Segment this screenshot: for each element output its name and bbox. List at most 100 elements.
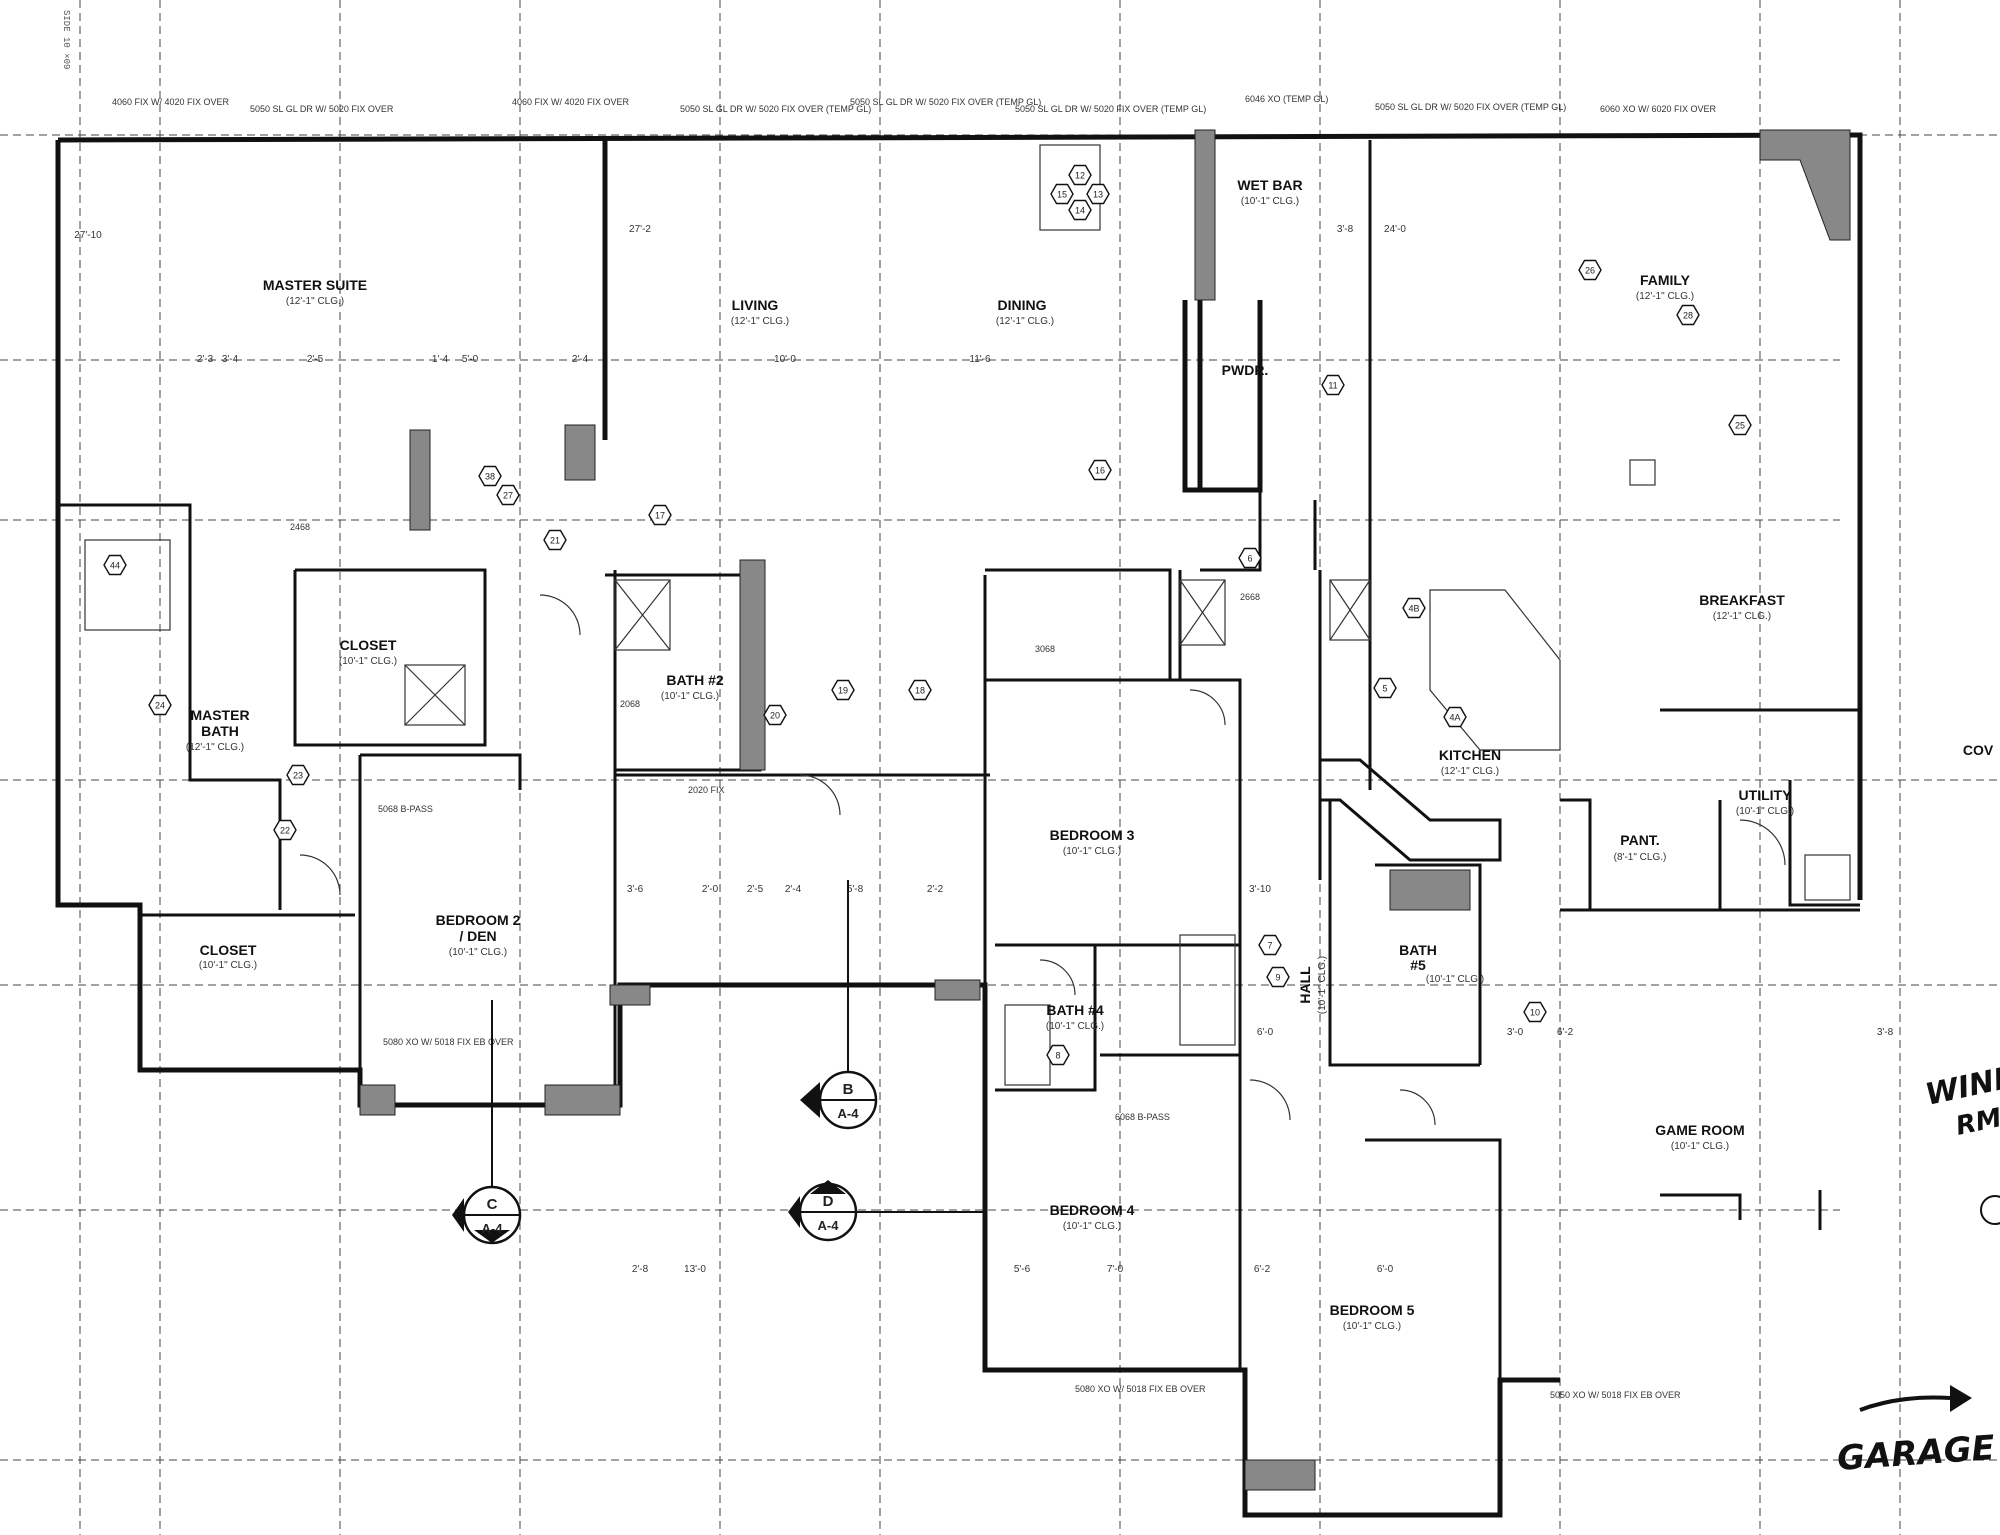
callout-number: 5 [1382, 684, 1387, 694]
callout-number: 28 [1683, 311, 1693, 321]
arrow-head-icon [1950, 1385, 1972, 1412]
room-label-kitchen: KITCHEN [1439, 747, 1501, 763]
room-label-bath-5: BATH [1399, 942, 1437, 958]
ceiling-note: (10'-1" CLG.) [449, 947, 507, 958]
callout-number: 4A [1449, 713, 1460, 723]
room-label-bedroom-5: BEDROOM 5 [1330, 1302, 1415, 1318]
door-tag: 2468 [290, 522, 310, 532]
window-note: 4060 FIX W/ 4020 FIX OVER [512, 97, 630, 107]
dimension: 10'-0 [774, 354, 796, 365]
room-label-closet: CLOSET [340, 637, 397, 653]
dimension: 27'-10 [74, 230, 102, 241]
handwritten-rm: RM [1953, 1103, 2000, 1142]
section-letter: C [487, 1196, 498, 1213]
dimension: 2'-4 [785, 884, 802, 895]
dimension: 2'-8 [632, 1264, 649, 1275]
callout-tag: 6 [1238, 547, 1262, 569]
ceiling-note: (10'-1" CLG.) [1671, 1141, 1729, 1152]
dimension: 5'-0 [462, 354, 479, 365]
callout-tag: 38 [478, 465, 502, 487]
callout-number: 21 [550, 536, 560, 546]
room-label-bath-4: BATH #4 [1046, 1002, 1104, 1018]
ceiling-note: (10'-1" CLG.) [1426, 974, 1484, 985]
callout-tag: 8 [1046, 1044, 1070, 1066]
callout-tag: 10 [1523, 1001, 1547, 1023]
callout-number: 20 [770, 711, 780, 721]
fireplace [1759, 129, 1851, 241]
callout-number: 16 [1095, 466, 1105, 476]
callout-number: 19 [838, 686, 848, 696]
room-label-bath-5: #5 [1410, 957, 1426, 973]
callout-number: 22 [280, 826, 290, 836]
room-label-master-bath: MASTER [190, 707, 249, 723]
door-swings [299, 594, 1786, 1126]
callout-tag: 5 [1373, 677, 1397, 699]
room-label-bedroom-2: / DEN [459, 928, 496, 944]
ceiling-note: (10'-1" CLG.) [1241, 196, 1299, 207]
dimension: 2'-5 [307, 354, 324, 365]
section-sheet: A-4 [838, 1106, 860, 1121]
room-label-family: FAMILY [1640, 272, 1691, 288]
room-labels: MASTER SUITE (12'-1" CLG.) LIVING (12'-1… [186, 177, 1994, 1332]
callout-number: 38 [485, 472, 495, 482]
callout-tag: 28 [1676, 304, 1700, 326]
callout-number: 4B [1408, 604, 1419, 614]
room-label-bedroom-2: BEDROOM 2 [436, 912, 521, 928]
callout-tag: 9 [1266, 966, 1290, 988]
dimension: 13'-0 [684, 1264, 706, 1275]
door-tag: 2020 FIX [688, 785, 725, 795]
callout-tag: 11 [1321, 374, 1345, 396]
callout-tag: 4A [1443, 706, 1467, 728]
callout-tag: 22 [273, 819, 297, 841]
window-note: 5050 SL GL DR W/ 5020 FIX OVER (TEMP GL) [1375, 102, 1566, 112]
door-tags: 2468 2668 2068 3068 5068 B-PASS 6068 B-P… [290, 522, 1681, 1400]
fixtures [84, 144, 1851, 1086]
ceiling-note: (12'-1" CLG.) [996, 316, 1054, 327]
dimension: 2'-5 [747, 884, 764, 895]
callout-number: 13 [1093, 190, 1103, 200]
dimension: 2'-2 [927, 884, 944, 895]
ceiling-note: (10'-1" CLG.) [1317, 956, 1328, 1014]
room-label-bath-2: BATH #2 [666, 672, 724, 688]
dimension: 24'-0 [1384, 224, 1406, 235]
callout-tag: 16 [1088, 459, 1112, 481]
dimension: 2'-3 [197, 354, 214, 365]
dimension: 3'-6 [627, 884, 644, 895]
callout-tag: 44 [103, 554, 127, 576]
dimension: 6'-0 [1257, 1027, 1274, 1038]
ceiling-note: (10'-1" CLG.) [199, 960, 257, 971]
hatched-columns [359, 129, 1471, 1491]
room-label-bedroom-4: BEDROOM 4 [1050, 1202, 1135, 1218]
dimension: 1'-4 [432, 354, 449, 365]
callout-tag: 7 [1258, 934, 1282, 956]
callout-number: 14 [1075, 206, 1085, 216]
room-label-breakfast: BREAKFAST [1699, 592, 1785, 608]
callout-number: 8 [1055, 1051, 1060, 1061]
door-tag: 3068 [1035, 644, 1055, 654]
callout-number: 6 [1247, 554, 1252, 564]
window-note: 4060 FIX W/ 4020 FIX OVER [112, 97, 230, 107]
callout-number: 25 [1735, 421, 1745, 431]
door-tag: 5080 XO W/ 5018 FIX EB OVER [383, 1037, 514, 1047]
door-tag: 6068 B-PASS [1115, 1112, 1170, 1122]
section-sheet: A-4 [818, 1218, 840, 1233]
ceiling-note: (12'-1" CLG.) [1713, 611, 1771, 622]
section-sheet: A-4 [482, 1221, 504, 1236]
ceiling-note: (12'-1" CLG.) [286, 296, 344, 307]
callout-number: 44 [110, 561, 120, 571]
room-label-cov: COV [1963, 742, 1994, 758]
room-label-utility: UTILITY [1739, 787, 1793, 803]
handwritten-garage: GARAGE [1836, 1428, 1996, 1479]
callout-number: 11 [1328, 381, 1337, 391]
callout-tag: 26 [1578, 259, 1602, 281]
dimension: 2'-4 [572, 354, 589, 365]
dimension: 11'-6 [969, 354, 991, 365]
window-note: 5050 SL GL DR W/ 5020 FIX OVER [250, 104, 394, 114]
callout-tag: 18 [908, 679, 932, 701]
callout-number: 12 [1075, 171, 1085, 181]
callout-number: 27 [503, 491, 513, 501]
door-tag: 2668 [1240, 592, 1260, 602]
dimension-labels: 27'-10 2'-3 3'-4 2'-5 1'-4 5'-0 2'-4 27'… [74, 224, 1893, 1275]
window-note: 5050 SL GL DR W/ 5020 FIX OVER (TEMP GL) [850, 97, 1041, 107]
room-label-living: LIVING [732, 297, 779, 313]
